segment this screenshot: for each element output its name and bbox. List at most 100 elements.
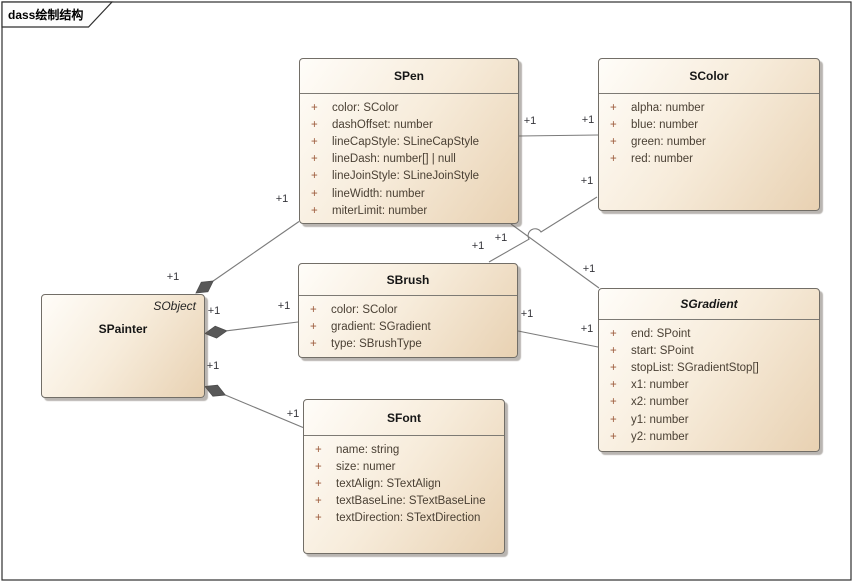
attribute-row[interactable]: +y1: number xyxy=(599,411,819,428)
attribute-text: name: string xyxy=(336,443,400,456)
visibility-symbol: + xyxy=(310,320,317,333)
attribute-row[interactable]: + green: number xyxy=(599,133,819,150)
attribute-row[interactable]: +x1: number xyxy=(599,377,819,394)
attribute-text: alpha: number xyxy=(631,101,705,114)
attribute-text: gradient: SGradient xyxy=(331,320,431,333)
visibility-symbol: + xyxy=(315,477,322,490)
attribute-text: stopList: SGradientStop[] xyxy=(631,361,759,374)
attribute-text: end: SPoint xyxy=(631,327,691,340)
attribute-row[interactable]: + lineDash: number[] | null xyxy=(300,151,518,168)
attribute-row[interactable]: + lineJoinStyle: SLineJoinStyle xyxy=(300,168,518,185)
attribute-row[interactable]: + lineCapStyle: SLineCapStyle xyxy=(300,133,518,150)
attribute-text: size: numer xyxy=(336,460,396,473)
attribute-row[interactable]: + alpha: number xyxy=(599,99,819,116)
attribute-text: textAlign: STextAlign xyxy=(336,477,441,490)
visibility-symbol: + xyxy=(311,170,318,183)
connector-spainter-sbrush[interactable] xyxy=(204,321,299,339)
attribute-row[interactable]: + dashOffset: number xyxy=(300,116,518,133)
attribute-text: lineWidth: number xyxy=(332,187,425,200)
attribute-row[interactable]: + stopList: SGradientStop[] xyxy=(599,359,819,376)
visibility-symbol: + xyxy=(610,344,617,357)
visibility-symbol: + xyxy=(311,118,318,131)
visibility-symbol: + xyxy=(311,135,318,148)
connector-spen-sgradient[interactable] xyxy=(510,223,600,289)
attribute-text: y2: number xyxy=(631,430,689,443)
attribute-row[interactable]: +red: number xyxy=(599,151,819,168)
connector-spen-scolor[interactable] xyxy=(518,134,599,137)
attribute-row[interactable]: + miterLimit: number xyxy=(300,202,518,219)
attribute-row[interactable]: + color: SColor xyxy=(300,99,518,116)
visibility-symbol: + xyxy=(311,153,318,166)
attribute-text: miterLimit: number xyxy=(332,204,428,217)
attribute-text: textDirection: STextDirection xyxy=(336,512,481,525)
attribute-row[interactable]: +end: SPoint xyxy=(599,325,819,342)
multiplicity-label: +1 xyxy=(206,360,220,372)
visibility-symbol: + xyxy=(610,135,617,148)
attribute-row[interactable]: +textBaseLine: STextBaseLine xyxy=(304,493,504,510)
attribute-text: lineJoinStyle: SLineJoinStyle xyxy=(332,170,480,183)
attribute-text: start: SPoint xyxy=(631,344,694,357)
visibility-symbol: + xyxy=(315,460,322,473)
visibility-symbol: + xyxy=(610,396,617,409)
attribute-row[interactable]: +color: SColor xyxy=(299,301,517,318)
attribute-row[interactable]: + start: SPoint xyxy=(599,342,819,359)
visibility-symbol: + xyxy=(311,101,318,114)
attribute-row[interactable]: + textDirection: STextDirection xyxy=(304,510,504,527)
attribute-row[interactable]: + gradient: SGradient xyxy=(299,318,517,335)
visibility-symbol: + xyxy=(610,430,617,443)
class-sfont-title: SFont xyxy=(304,400,504,436)
frame-title: dass绘制结构 xyxy=(8,8,84,22)
attribute-text: x2: number xyxy=(631,396,689,409)
attribute-text: green: number xyxy=(631,135,706,148)
multiplicity-label: +1 xyxy=(277,300,291,312)
class-sfont[interactable]: SFont +name: string +size: numer +textAl… xyxy=(303,399,505,554)
attribute-row[interactable]: +name: string xyxy=(304,441,504,458)
attribute-row[interactable]: +lineWidth: number xyxy=(300,185,518,202)
multiplicity-label: +1 xyxy=(582,263,596,275)
diagram-frame-tab xyxy=(1,1,114,28)
visibility-symbol: + xyxy=(610,118,617,131)
multiplicity-label: +1 xyxy=(520,308,534,320)
class-spen[interactable]: SPen +color: SColor +dashOffset: number … xyxy=(299,58,519,224)
class-sgradient[interactable]: SGradient +end: SPoint +start: SPoint +s… xyxy=(598,288,820,452)
connector-spainter-spen[interactable] xyxy=(195,221,300,294)
visibility-symbol: + xyxy=(610,101,617,114)
attribute-row[interactable]: + y2: number xyxy=(599,428,819,445)
connector-sbrush-sgradient[interactable] xyxy=(517,330,599,348)
visibility-symbol: + xyxy=(311,204,318,217)
attribute-text: blue: number xyxy=(631,118,699,131)
attribute-row[interactable]: + x2: number xyxy=(599,394,819,411)
visibility-symbol: + xyxy=(610,153,617,166)
attribute-text: dashOffset: number xyxy=(332,118,433,131)
attribute-row[interactable]: + blue: number xyxy=(599,116,819,133)
multiplicity-label: +1 xyxy=(580,323,594,335)
multiplicity-label: +1 xyxy=(166,271,180,283)
multiplicity-label: +1 xyxy=(523,115,537,127)
visibility-symbol: + xyxy=(315,495,322,508)
multiplicity-label: +1 xyxy=(286,408,300,420)
attribute-text: type: SBrushType xyxy=(331,337,422,350)
class-sgradient-title: SGradient xyxy=(599,289,819,320)
class-spainter[interactable]: SObject SPainter xyxy=(41,294,205,398)
connector-spainter-sfont[interactable] xyxy=(204,384,304,429)
visibility-symbol: + xyxy=(315,512,322,525)
attribute-text: color: SColor xyxy=(332,101,399,114)
multiplicity-label: +1 xyxy=(580,175,594,187)
class-spen-title: SPen xyxy=(300,59,518,94)
attribute-row[interactable]: +type: SBrushType xyxy=(299,335,517,352)
attribute-text: lineDash: number[] | null xyxy=(332,153,456,166)
class-scolor[interactable]: SColor +alpha: number +blue: number +gre… xyxy=(598,58,820,211)
class-spainter-base-type: SObject xyxy=(153,299,196,313)
class-sbrush[interactable]: SBrush +color: SColor + gradient: SGradie… xyxy=(298,263,518,358)
visibility-symbol: + xyxy=(610,361,617,374)
attribute-text: lineCapStyle: SLineCapStyle xyxy=(332,135,480,148)
visibility-symbol: + xyxy=(610,413,617,426)
class-sbrush-title: SBrush xyxy=(299,264,517,296)
attribute-text: color: SColor xyxy=(331,303,398,316)
composition-diamond xyxy=(204,325,228,339)
attribute-row[interactable]: + textAlign: STextAlign xyxy=(304,475,504,492)
attribute-row[interactable]: + size: numer xyxy=(304,458,504,475)
connector-sbrush-scolor[interactable] xyxy=(488,196,598,263)
